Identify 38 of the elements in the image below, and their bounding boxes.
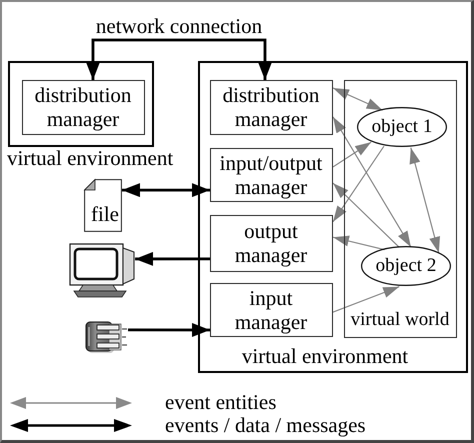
environment-label: virtual environment <box>7 146 174 170</box>
double-arrow <box>86 38 272 80</box>
double-arrow <box>332 87 383 111</box>
legend-text: event entities <box>165 391 278 414</box>
object-label: object 1 <box>372 116 432 138</box>
world-label: virtual world <box>350 308 450 330</box>
object-label: object 2 <box>376 255 436 277</box>
process-box <box>22 80 144 134</box>
monitor-icon <box>69 243 135 298</box>
process-box <box>210 214 332 272</box>
environment-label: virtual environment <box>242 344 408 368</box>
node-label: distribution manager <box>34 83 132 131</box>
arrow <box>332 286 400 313</box>
file-label: file <box>91 203 119 225</box>
node-label: input manager <box>234 286 308 334</box>
arrow <box>128 322 210 337</box>
object-ellipse <box>357 107 447 147</box>
process-box <box>210 80 332 134</box>
process-box <box>210 282 332 336</box>
edge-label: network connection <box>96 15 262 37</box>
legend-text: events / data / messages <box>165 414 366 437</box>
object-ellipse <box>361 246 451 286</box>
double-arrow <box>332 116 412 248</box>
document-shape <box>84 179 122 232</box>
environment-frame <box>198 61 468 373</box>
arrow <box>332 236 385 250</box>
arrow <box>332 182 400 248</box>
world-frame <box>344 80 456 338</box>
node-label: input/output manager <box>218 150 324 198</box>
double-arrow <box>410 148 440 253</box>
arrow <box>135 252 210 266</box>
double-arrow <box>122 183 210 198</box>
node-label: distribution manager <box>222 83 320 131</box>
arrow <box>332 142 372 168</box>
node-label: output manager <box>234 219 308 267</box>
arrow <box>332 146 384 222</box>
process-box <box>210 148 332 202</box>
device-icon <box>85 321 128 354</box>
